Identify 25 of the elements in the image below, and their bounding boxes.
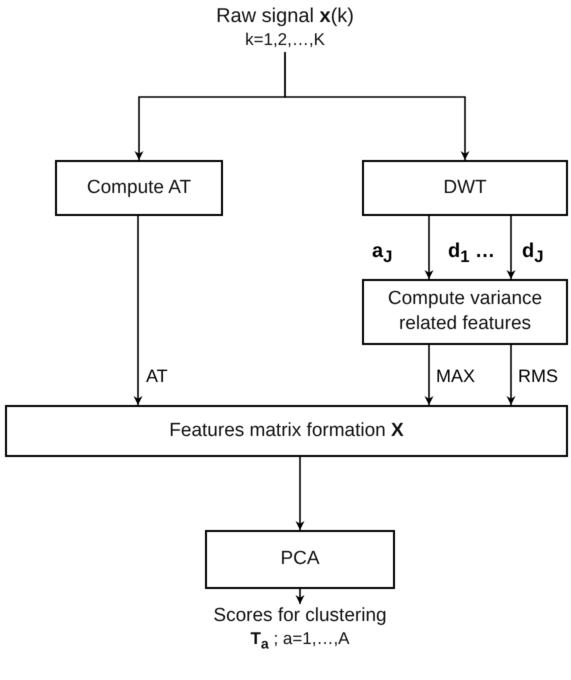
node-text: T$_{a}$ ; a=1,…,A bbox=[250, 628, 350, 654]
node-text: Raw signal x(k) bbox=[216, 4, 354, 29]
process-box bbox=[362, 279, 568, 345]
box-label: DWT bbox=[443, 176, 487, 200]
arrow bbox=[506, 345, 516, 405]
box-label: Compute variance related features bbox=[386, 287, 544, 336]
arrow bbox=[134, 216, 142, 405]
box-label: Features matrix formation X bbox=[169, 418, 404, 443]
arrow bbox=[424, 345, 434, 405]
arrow bbox=[506, 216, 516, 279]
node-text: Scores for clustering bbox=[213, 604, 387, 628]
arrow bbox=[296, 457, 304, 530]
coefficient-label: d$_{1}$ … bbox=[448, 240, 496, 267]
node-text: k=1,2,…,K bbox=[245, 28, 325, 51]
process-box bbox=[5, 405, 568, 457]
arrow bbox=[296, 589, 304, 604]
box-label: Compute AT bbox=[86, 176, 192, 200]
box-label: PCA bbox=[280, 547, 320, 572]
arrow bbox=[424, 216, 434, 279]
process-box bbox=[55, 160, 223, 216]
coefficient-label: d$_{J}$ bbox=[522, 240, 544, 267]
arrow bbox=[284, 52, 470, 160]
coefficient-label: a$_{J}$ bbox=[372, 240, 392, 267]
process-box bbox=[205, 530, 395, 589]
process-box bbox=[362, 160, 568, 216]
